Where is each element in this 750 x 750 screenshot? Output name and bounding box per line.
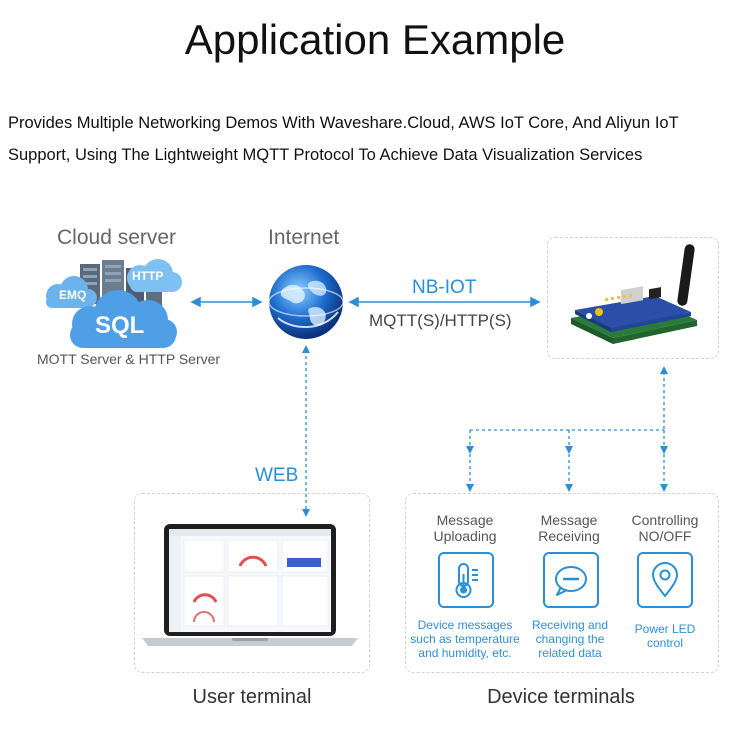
cloud-server-label: Cloud server <box>57 226 177 249</box>
message-receiving-title-2: Receiving <box>538 528 600 544</box>
thermometer-icon <box>438 552 494 608</box>
message-receiving-title-1: Message <box>540 512 598 528</box>
message-uploading-desc: Device messages such as temperature and … <box>406 618 524 660</box>
internet-label: Internet <box>268 226 340 249</box>
message-icon <box>543 552 599 608</box>
nb-iot-label: NB-IOT <box>412 277 477 298</box>
device-terminals-label: Device terminals <box>487 686 635 708</box>
page-title: Application Example <box>184 16 566 63</box>
controlling-title-1: Controlling <box>631 512 699 528</box>
desc-line: Device messages <box>417 618 513 632</box>
controlling-title-2: NO/OFF <box>638 528 692 544</box>
desc-line: changing the <box>535 632 605 646</box>
desc-line: related data <box>538 646 602 660</box>
nb-iot-hat-icon <box>571 244 697 344</box>
globe-icon <box>268 265 344 339</box>
user-terminal-label: User terminal <box>192 686 312 708</box>
message-uploading-item: Message Uploading <box>410 512 520 544</box>
laptop-icon <box>142 524 358 646</box>
desc-line: Receiving and <box>531 618 609 632</box>
message-receiving-desc: Receiving and changing the related data <box>515 618 625 660</box>
web-label: WEB <box>255 465 299 486</box>
desc-line: Power LED <box>634 622 696 636</box>
location-icon <box>637 552 693 608</box>
controlling-item: Controlling NO/OFF <box>610 512 720 544</box>
desc-line: such as temperature <box>410 632 520 646</box>
description-line-2: Support, Using The Lightweight MQTT Prot… <box>8 146 643 164</box>
controlling-desc: Power LED control <box>610 622 720 650</box>
desc-line: and humidity, etc. <box>418 646 512 660</box>
device-hardware-box <box>547 237 719 359</box>
device-terminals-box <box>405 493 719 673</box>
cloud-server-caption: MOTT Server & HTTP Server <box>37 351 221 367</box>
protocol-label: MQTT(S)/HTTP(S) <box>369 311 512 330</box>
http-badge: HTTP <box>132 269 164 283</box>
message-uploading-title-1: Message <box>436 512 494 528</box>
description-line-1: Provides Multiple Networking Demos With … <box>8 114 679 132</box>
cloud-server-icon <box>46 259 182 348</box>
emq-badge: EMQ <box>59 288 87 302</box>
message-uploading-title-2: Uploading <box>433 528 497 544</box>
desc-line: control <box>646 636 684 650</box>
message-receiving-item: Message Receiving <box>514 512 624 544</box>
user-terminal-box <box>134 493 370 673</box>
sql-badge: SQL <box>95 312 145 339</box>
